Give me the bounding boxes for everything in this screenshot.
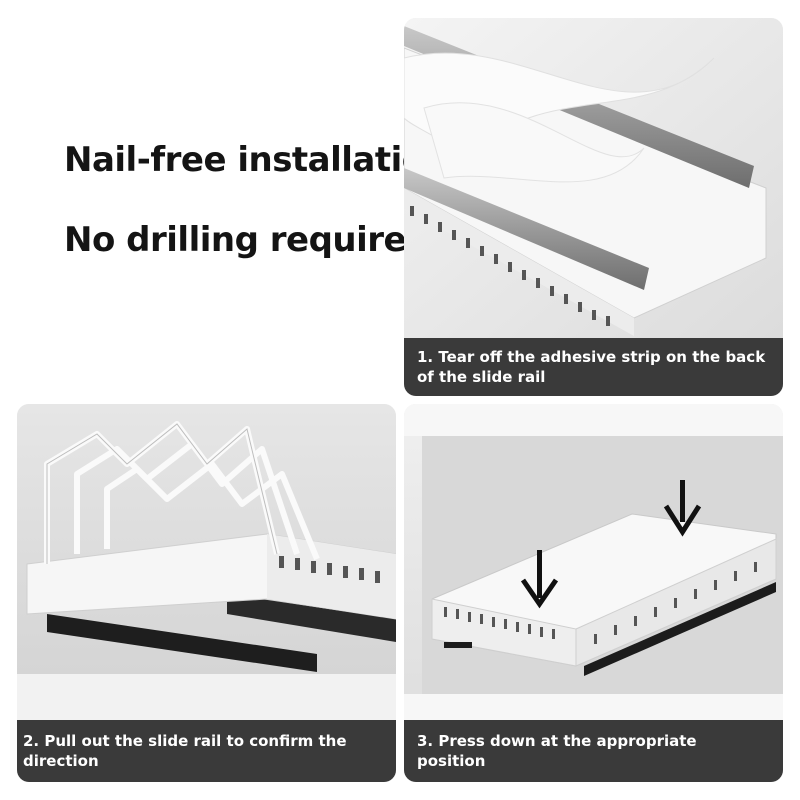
headline-nail-free: Nail-free installation — [64, 140, 449, 180]
headline-no-drilling: No drilling required — [64, 220, 430, 260]
step3-photo — [404, 404, 783, 720]
step2-caption: 2. Pull out the slide rail to confirm th… — [17, 720, 396, 782]
step1-panel: 1. Tear off the adhesive strip on the ba… — [404, 18, 783, 396]
arrow-down-icon — [520, 550, 559, 609]
step3-caption: 3. Press down at the appropriate positio… — [404, 720, 783, 782]
arrow-down-icon — [663, 480, 702, 537]
step2-panel: 2. Pull out the slide rail to confirm th… — [17, 404, 396, 782]
headline-block: Nail-free installation No drilling requi… — [64, 138, 449, 262]
step1-caption: 1. Tear off the adhesive strip on the ba… — [404, 338, 783, 396]
step2-photo — [17, 404, 396, 720]
step1-photo — [404, 18, 783, 338]
step3-panel: 3. Press down at the appropriate positio… — [404, 404, 783, 782]
